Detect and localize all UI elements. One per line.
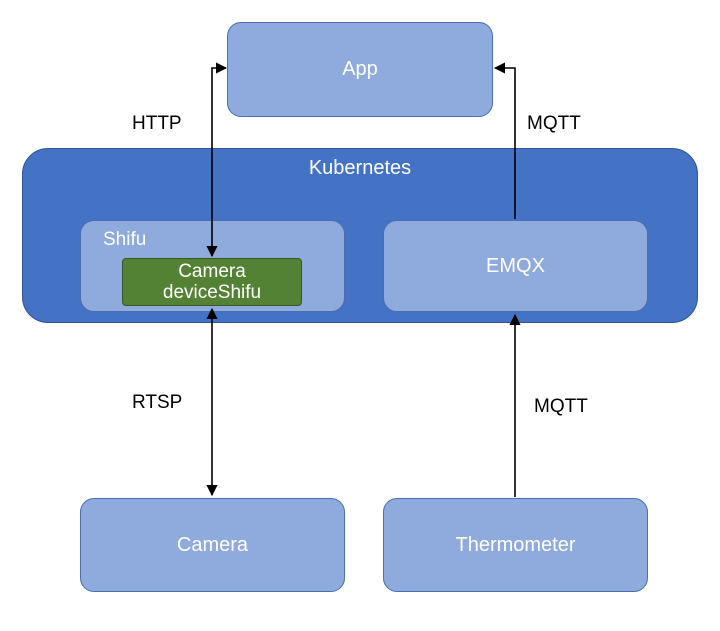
mqtt-label-top: MQTT xyxy=(527,113,581,134)
http-connector xyxy=(206,62,228,258)
thermometer-node: Thermometer xyxy=(383,498,648,592)
deviceshifu-label-line2: deviceShifu xyxy=(162,282,262,303)
shifu-label: Shifu xyxy=(103,229,147,250)
rtsp-label: RTSP xyxy=(132,392,183,413)
thermometer-label: Thermometer xyxy=(455,533,576,556)
deviceshifu-label-line1: Camera xyxy=(178,261,246,282)
kubernetes-label: Kubernetes xyxy=(308,157,412,179)
camera-node: Camera xyxy=(80,498,345,592)
emqx-label: EMQX xyxy=(486,254,545,277)
camera-deviceshifu-node: Camera deviceShifu xyxy=(122,258,302,306)
app-node: App xyxy=(227,22,493,117)
http-label: HTTP xyxy=(132,113,182,134)
emqx-node: EMQX xyxy=(383,220,648,312)
mqtt-connector-top xyxy=(493,62,516,219)
app-label: App xyxy=(342,58,378,80)
mqtt-label-bottom: MQTT xyxy=(534,396,588,417)
camera-label: Camera xyxy=(176,533,249,556)
